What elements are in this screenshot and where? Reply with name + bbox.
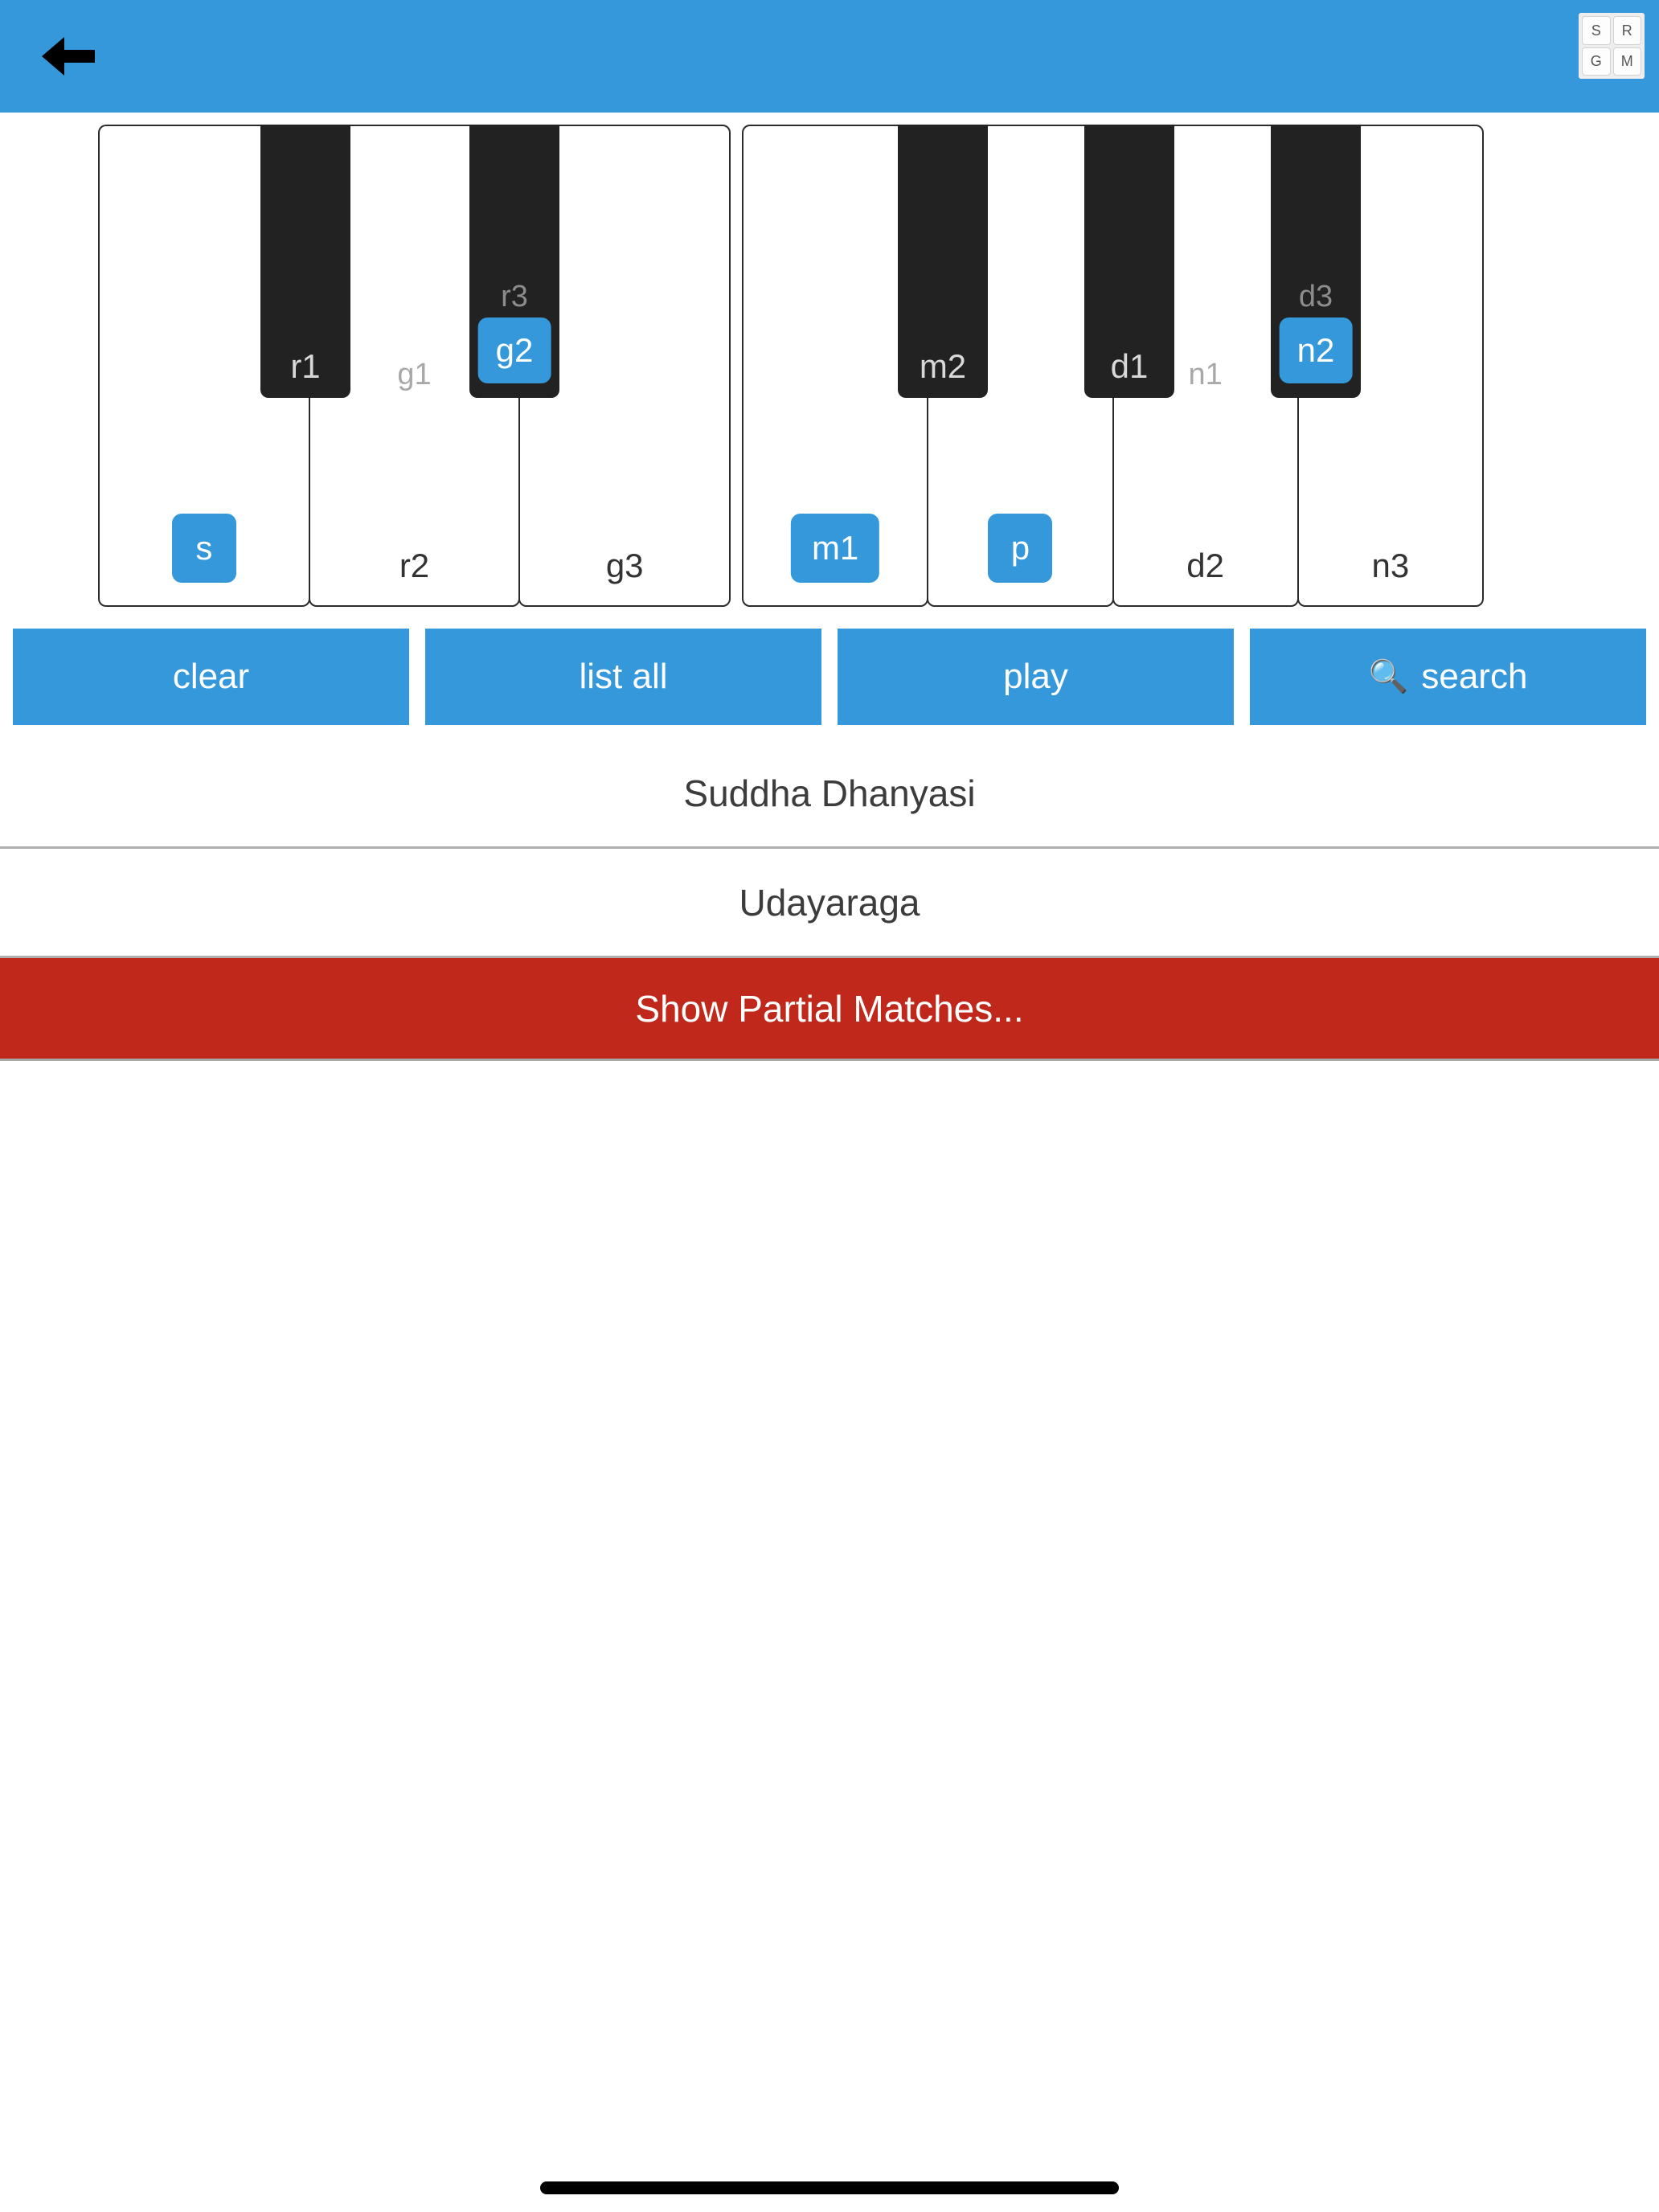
mode-button-r[interactable]: R — [1612, 16, 1641, 45]
mode-button-g[interactable]: G — [1582, 47, 1611, 76]
mode-button-s[interactable]: S — [1582, 16, 1611, 45]
mode-button-m[interactable]: M — [1612, 47, 1641, 76]
play-button[interactable]: play — [838, 629, 1234, 725]
back-button[interactable] — [27, 21, 108, 92]
result-row-raga-1[interactable]: Suddha Dhanyasi — [0, 739, 1659, 849]
action-bar: clear list all play 🔍 search — [0, 629, 1659, 725]
search-button[interactable]: 🔍 search — [1250, 629, 1646, 725]
swara-keyboard: s g1 r2 g3 r1 r3 g2 m1 p n1 d2 — [98, 125, 1484, 607]
app-header: S R G M — [0, 0, 1659, 113]
white-key-label: n3 — [1371, 547, 1410, 584]
result-label: Udayaraga — [739, 881, 920, 924]
results-list: Suddha Dhanyasi Udayaraga Show Partial M… — [0, 739, 1659, 1061]
white-key-label: r2 — [399, 547, 430, 584]
white-key-label: s — [171, 514, 236, 583]
search-button-label: search — [1421, 657, 1528, 696]
black-key-g2[interactable]: r3 g2 — [469, 125, 559, 398]
black-key-label: g2 — [477, 317, 551, 383]
black-key-n2[interactable]: d3 n2 — [1271, 125, 1361, 398]
list-all-button[interactable]: list all — [425, 629, 821, 725]
white-key-label: m1 — [790, 514, 880, 583]
mode-selector-grid[interactable]: S R G M — [1579, 13, 1645, 79]
play-button-label: play — [1003, 657, 1068, 696]
result-label: Suddha Dhanyasi — [683, 772, 976, 814]
show-partial-matches-button[interactable]: Show Partial Matches... — [0, 958, 1659, 1061]
white-key-label: d2 — [1186, 547, 1224, 584]
white-key-label: p — [988, 514, 1053, 583]
black-key-label: r1 — [290, 347, 321, 385]
black-key-alt-label: d3 — [1298, 280, 1333, 313]
result-row-raga-2[interactable]: Udayaraga — [0, 849, 1659, 958]
black-key-r1[interactable]: r1 — [260, 125, 350, 398]
keyboard-group-1: s g1 r2 g3 r1 r3 g2 — [98, 125, 731, 607]
black-key-label: d1 — [1110, 347, 1149, 385]
clear-button[interactable]: clear — [13, 629, 409, 725]
black-key-d1[interactable]: d1 — [1084, 125, 1174, 398]
show-partial-matches-label: Show Partial Matches... — [635, 987, 1024, 1030]
list-all-button-label: list all — [579, 657, 668, 696]
clear-button-label: clear — [172, 657, 250, 696]
white-key-label: g3 — [605, 547, 644, 584]
keyboard-group-2: m1 p n1 d2 n3 m2 d1 d3 n2 — [742, 125, 1484, 607]
black-key-alt-label: r3 — [501, 280, 528, 313]
black-key-label: n2 — [1279, 317, 1353, 383]
back-arrow-icon — [37, 32, 98, 80]
black-key-m2[interactable]: m2 — [898, 125, 988, 398]
home-indicator — [540, 2181, 1119, 2194]
black-key-label: m2 — [919, 347, 967, 385]
search-icon: 🔍 — [1368, 659, 1409, 694]
